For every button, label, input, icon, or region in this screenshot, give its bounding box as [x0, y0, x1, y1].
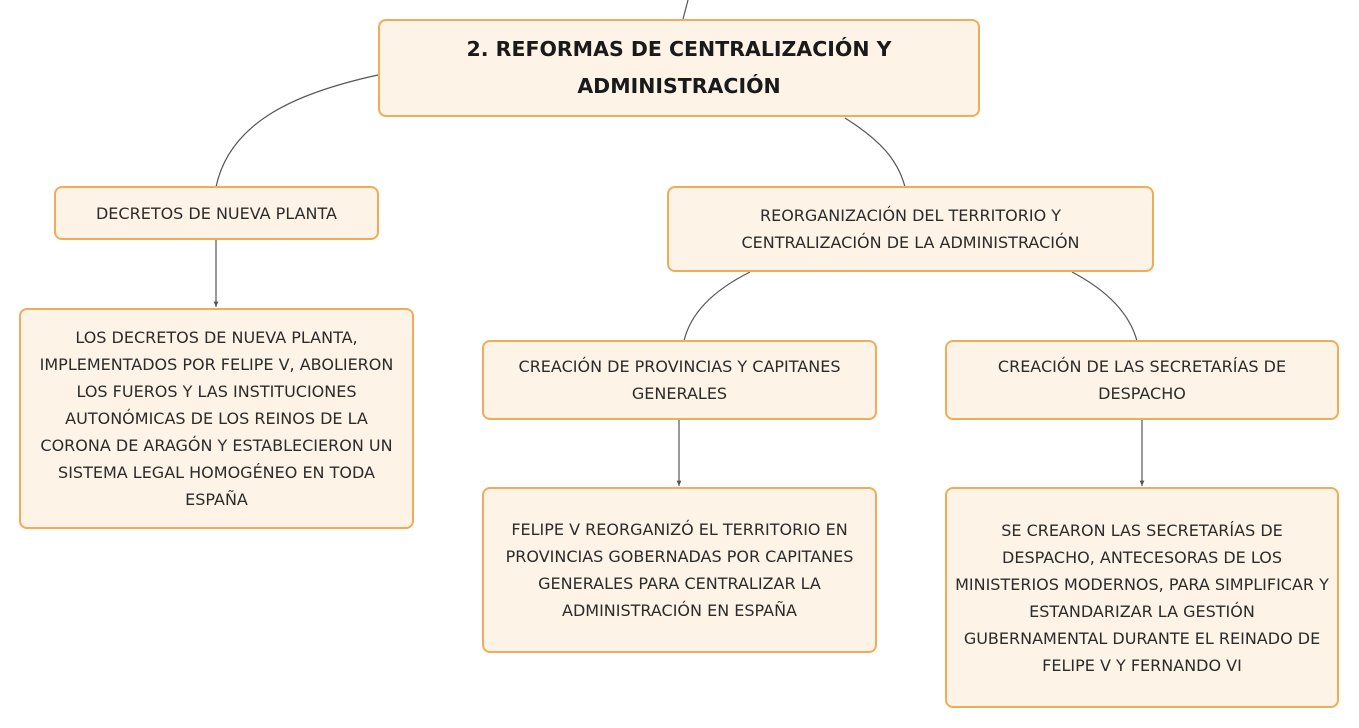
provincias-detail-text: FELIPE V REORGANIZÓ EL TERRITORIO EN PRO… — [505, 520, 854, 620]
secretarias-detail-text: SE CREARON LAS SECRETARÍAS DE DESPACHO, … — [955, 520, 1329, 675]
decretos-node[interactable]: DECRETOS DE NUEVA PLANTA — [54, 186, 379, 240]
link-reorganizacion-to-provincias — [683, 271, 751, 342]
root-node[interactable]: 2. REFORMAS DE CENTRALIZACIÓN Y ADMINIST… — [378, 19, 980, 117]
secretarias-detail-node[interactable]: SE CREARON LAS SECRETARÍAS DE DESPACHO, … — [945, 487, 1339, 708]
provincias-detail-node[interactable]: FELIPE V REORGANIZÓ EL TERRITORIO EN PRO… — [482, 487, 877, 653]
provincias-node-text: CREACIÓN DE PROVINCIAS Y CAPITANES GENER… — [518, 357, 841, 403]
secretarias-node-text: CREACIÓN DE LAS SECRETARÍAS DE DESPACHO — [997, 357, 1287, 403]
decretos-detail-node[interactable]: LOS DECRETOS DE NUEVA PLANTA, IMPLEMENTA… — [19, 308, 414, 529]
link-root-to-decretos — [215, 74, 379, 188]
reorganizacion-node[interactable]: REORGANIZACIÓN DEL TERRITORIO Y CENTRALI… — [667, 186, 1154, 272]
reorganizacion-node-text: REORGANIZACIÓN DEL TERRITORIO Y CENTRALI… — [741, 206, 1080, 252]
decretos-detail-text: LOS DECRETOS DE NUEVA PLANTA, IMPLEMENTA… — [39, 328, 394, 509]
decretos-node-text: DECRETOS DE NUEVA PLANTA — [95, 203, 337, 223]
link-reorganizacion-to-secretarias — [1071, 271, 1138, 342]
root-node-text: 2. REFORMAS DE CENTRALIZACIÓN Y ADMINIST… — [466, 37, 892, 98]
secretarias-node[interactable]: CREACIÓN DE LAS SECRETARÍAS DE DESPACHO — [945, 340, 1339, 420]
link-parent-to-root — [682, 0, 689, 20]
provincias-node[interactable]: CREACIÓN DE PROVINCIAS Y CAPITANES GENER… — [482, 340, 877, 420]
link-root-to-reorganizacion — [844, 117, 906, 188]
